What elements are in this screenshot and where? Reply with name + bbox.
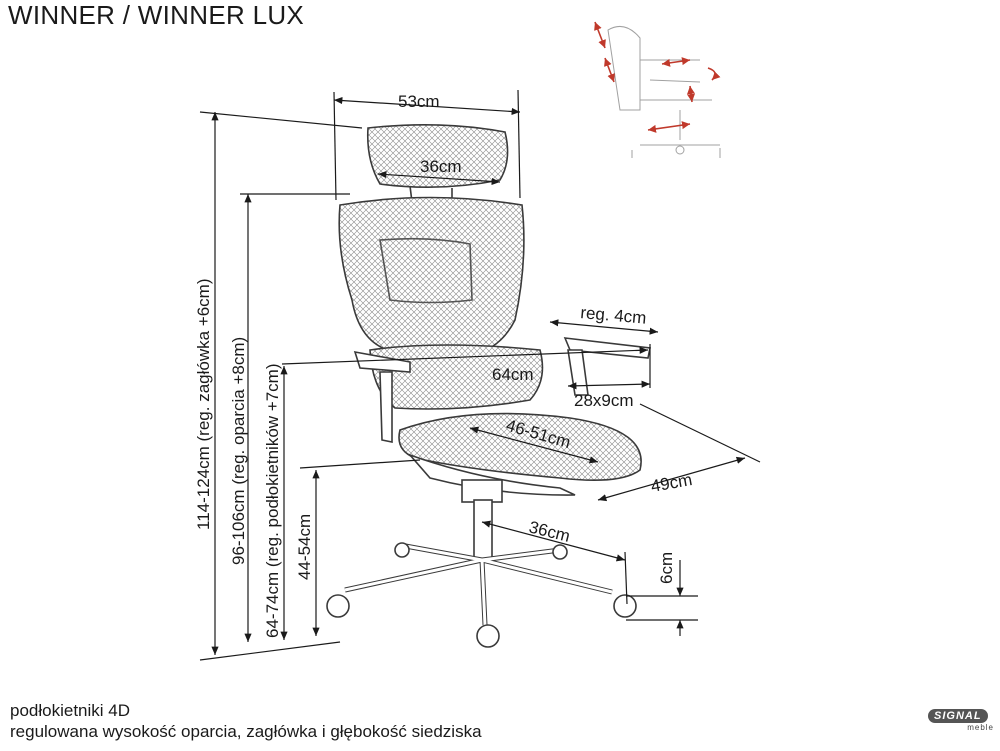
logo-sub: meble bbox=[967, 723, 994, 732]
adjustment-thumbnail bbox=[607, 25, 721, 158]
dim-armrest-size: 28x9cm bbox=[574, 391, 634, 410]
dim-headrest-inner-width: 36cm bbox=[420, 157, 462, 176]
signal-logo: SIGNAL meble bbox=[928, 706, 994, 732]
dim-armrest-adjust: reg. 4cm bbox=[580, 303, 648, 328]
adjustment-arrows bbox=[594, 21, 721, 133]
dim-overall-depth: 49cm bbox=[649, 470, 693, 496]
diagram-title: WINNER / WINNER LUX bbox=[8, 0, 305, 30]
star-base bbox=[344, 542, 613, 626]
dim-armrest-height: 64-74cm (reg. podłokietników +7cm) bbox=[263, 364, 282, 638]
dim-seat-width: 64cm bbox=[492, 365, 534, 384]
note-adjustments: regulowana wysokość oparcia, zagłówka i … bbox=[10, 722, 482, 741]
dim-seat-height: 44-54cm bbox=[295, 514, 314, 580]
logo-brand: SIGNAL bbox=[928, 709, 988, 723]
dimension-lines bbox=[199, 89, 761, 661]
chair-drawing bbox=[326, 124, 651, 648]
dim-wheel-height: 6cm bbox=[657, 552, 676, 584]
dim-back-height: 96-106cm (reg. oparcia +8cm) bbox=[229, 337, 248, 565]
feature-notes: podłokietniki 4D regulowana wysokość opa… bbox=[10, 700, 482, 742]
note-armrests: podłokietniki 4D bbox=[10, 701, 131, 720]
backrest bbox=[338, 196, 525, 356]
right-armrest bbox=[563, 337, 651, 359]
left-armrest bbox=[353, 350, 411, 373]
dim-total-height: 114-124cm (reg. zagłówka +6cm) bbox=[194, 279, 213, 531]
dim-headrest-outer-width: 53cm bbox=[398, 92, 440, 111]
dim-base-radius: 36cm bbox=[527, 517, 572, 545]
